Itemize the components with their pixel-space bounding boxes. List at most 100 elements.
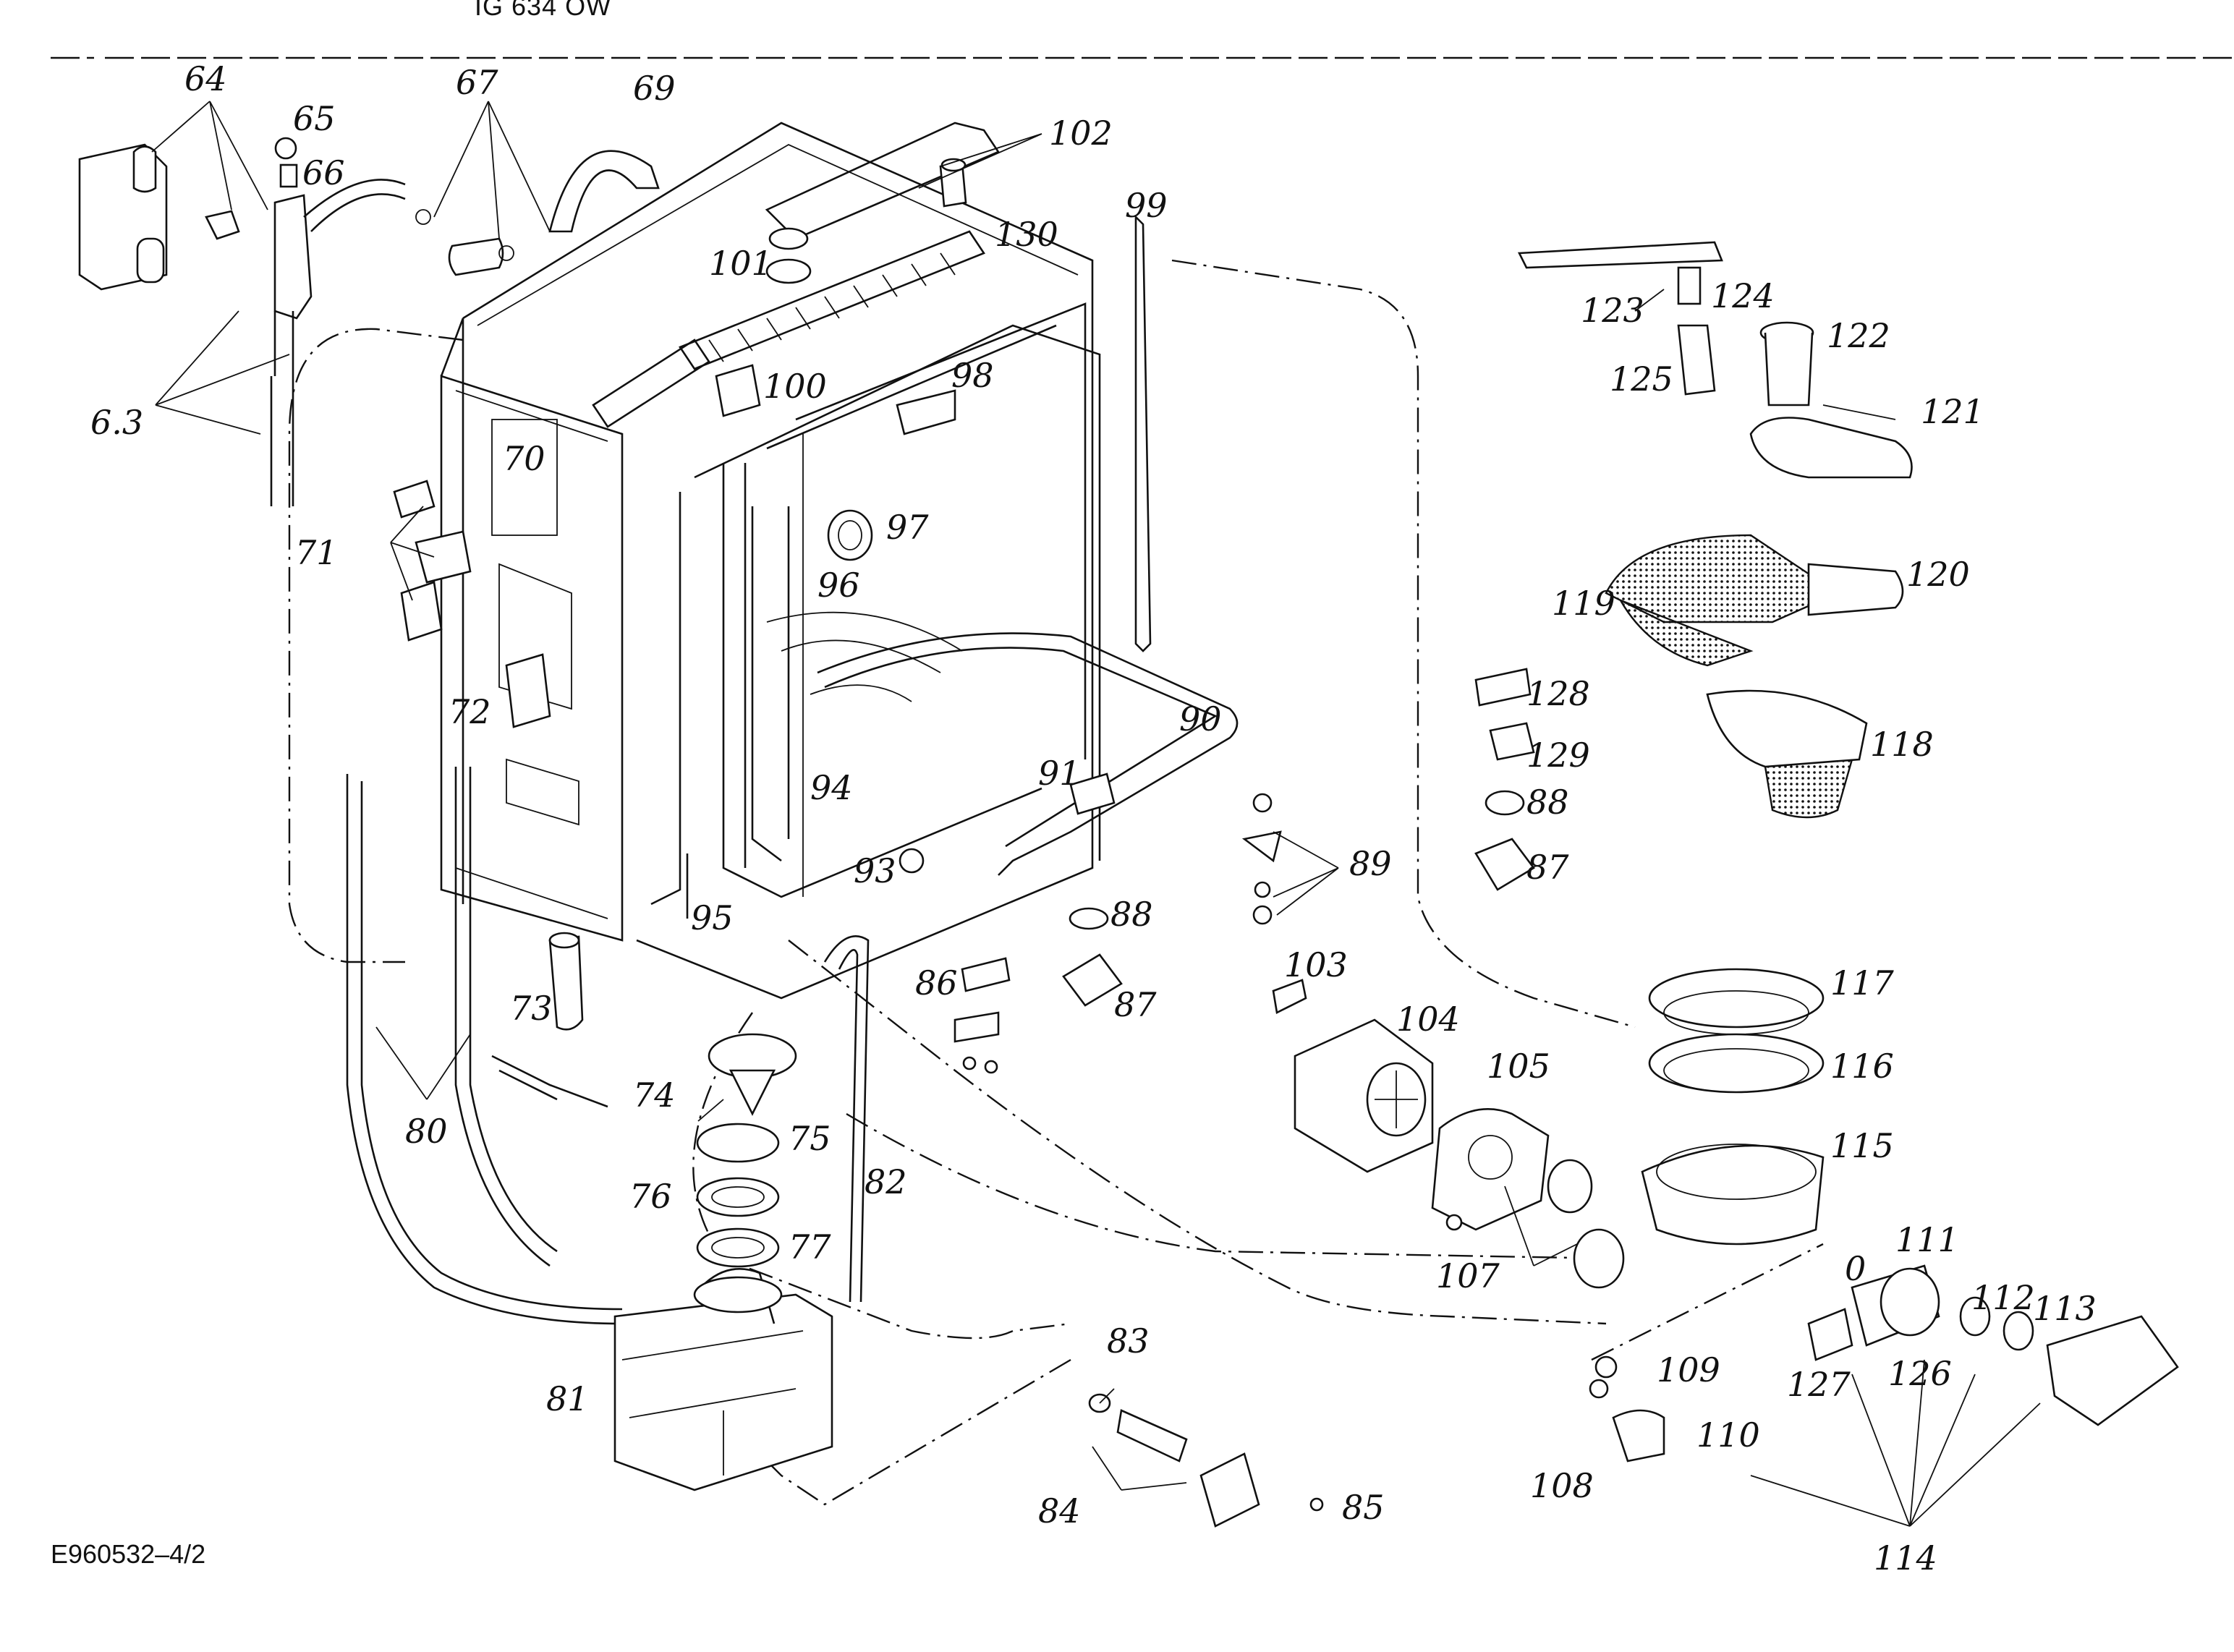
- assembly-outline-base: [788, 940, 1607, 1325]
- callout-93: 93: [854, 851, 896, 890]
- callout-73: 73: [510, 989, 553, 1028]
- drain-pipe-82: [823, 935, 870, 1303]
- callout-89: 89: [1349, 844, 1392, 883]
- callout-128: 128: [1526, 674, 1590, 713]
- callout-109: 109: [1657, 1350, 1720, 1389]
- hose-clamps-67: [415, 209, 514, 276]
- callout-74: 74: [633, 1076, 676, 1115]
- callout-113: 113: [2033, 1289, 2097, 1328]
- callout-86: 86: [915, 963, 958, 1002]
- assembly-outline-right: [1171, 259, 1636, 1029]
- hose-73: [548, 935, 584, 1031]
- callout-67: 67: [456, 63, 498, 102]
- document-code: E960532–4/2: [51, 1539, 206, 1569]
- assembly-outline-heater: [692, 1012, 1071, 1340]
- callout-107: 107: [1436, 1256, 1500, 1295]
- cap-93: [899, 848, 925, 874]
- tub-cabinet: [440, 122, 1239, 1000]
- callout-115: 115: [1830, 1126, 1894, 1165]
- callout-100: 100: [763, 367, 827, 406]
- callout-80: 80: [405, 1112, 448, 1151]
- hose-bracket-69: [548, 150, 660, 233]
- callout-82: 82: [865, 1162, 907, 1201]
- callout-112: 112: [1971, 1278, 2035, 1317]
- assembly-outline-pump: [846, 1112, 1614, 1260]
- nozzle-96-97: [827, 509, 873, 561]
- callout-130: 130: [995, 215, 1058, 254]
- callout-91: 91: [1038, 754, 1081, 793]
- callout-90: 90: [1179, 699, 1222, 738]
- callout-84: 84: [1038, 1491, 1081, 1530]
- callout-124: 124: [1711, 276, 1775, 315]
- inlet-hose: [270, 179, 406, 506]
- callout-69: 69: [633, 69, 676, 108]
- clips-86: [954, 957, 1011, 1074]
- leader-lines: [151, 101, 2041, 1527]
- callout-99: 99: [1125, 186, 1168, 225]
- clip-91: [1069, 772, 1116, 815]
- circulation-heater-81: [613, 1267, 833, 1491]
- pressure-switch-83-85: [1088, 1393, 1324, 1528]
- callout-117: 117: [1830, 963, 1895, 1002]
- callout-104: 104: [1396, 1000, 1460, 1039]
- callout-95: 95: [691, 898, 734, 937]
- float-72: [505, 653, 551, 728]
- callout-64: 64: [184, 59, 227, 98]
- nut-101: [765, 227, 812, 284]
- filter-118-120: [1605, 534, 1904, 819]
- callout-102: 102: [1049, 114, 1113, 153]
- nut-73-top: [548, 932, 580, 949]
- callout-65: 65: [293, 99, 336, 138]
- callout-70: 70: [503, 439, 545, 478]
- bracket-100: [715, 364, 761, 417]
- connector-125: [1677, 324, 1716, 396]
- callout-122: 122: [1827, 316, 1890, 355]
- screws-89: [1241, 793, 1282, 925]
- callout-103: 103: [1284, 945, 1348, 984]
- callout-88-right: 88: [1526, 783, 1569, 822]
- callout-116: 116: [1830, 1047, 1894, 1086]
- assembly-outline-left: [288, 328, 464, 963]
- callout-123: 123: [1581, 291, 1644, 330]
- float-parts-128-129: [1474, 668, 1535, 891]
- callout-114: 114: [1874, 1538, 1937, 1578]
- callout-85: 85: [1342, 1488, 1385, 1527]
- callout-110: 110: [1696, 1415, 1760, 1455]
- spray-arm-123: [1517, 241, 1723, 305]
- switches-71: [393, 480, 472, 642]
- motor-104: [1294, 1018, 1434, 1173]
- hose-coil: [491, 1055, 608, 1108]
- callout-66: 66: [302, 153, 345, 192]
- clip-103: [1272, 979, 1307, 1014]
- callout-129: 129: [1526, 736, 1590, 775]
- callout-0: 0: [1845, 1249, 1866, 1288]
- pump-volute-105: [1431, 1108, 1550, 1231]
- aqua-stop-valve: [78, 137, 313, 320]
- callout-87-mid: 87: [1114, 985, 1157, 1024]
- sensor-87-88-mid: [1062, 907, 1123, 1007]
- assembly-outline-drain: [1591, 1243, 1824, 1361]
- callout-98: 98: [951, 356, 994, 395]
- callout-119: 119: [1552, 584, 1615, 623]
- callout-76: 76: [629, 1177, 672, 1216]
- callout-126: 126: [1888, 1354, 1952, 1393]
- callout-87-right: 87: [1526, 848, 1569, 887]
- filter-and-rings-74-77: [696, 1033, 797, 1268]
- callout-125: 125: [1610, 359, 1673, 399]
- hose-fittings-102: [939, 158, 967, 208]
- hoses-80: [346, 767, 623, 1325]
- model-title: IG 634 OW: [475, 0, 612, 21]
- callout-111: 111: [1895, 1220, 1959, 1259]
- filter-121-122: [1749, 321, 1913, 479]
- callout-121: 121: [1921, 392, 1984, 431]
- callout-97: 97: [886, 508, 929, 547]
- callout-108: 108: [1530, 1466, 1594, 1505]
- callout-83: 83: [1107, 1321, 1150, 1361]
- callout-88-mid: 88: [1110, 895, 1153, 934]
- callout-63: 6.3: [90, 403, 143, 442]
- sump-115-117: [1641, 968, 1825, 1246]
- callout-101: 101: [709, 244, 773, 283]
- callout-118: 118: [1870, 725, 1934, 764]
- callout-71: 71: [295, 533, 338, 572]
- drain-pump-109-113: [1589, 1264, 2179, 1462]
